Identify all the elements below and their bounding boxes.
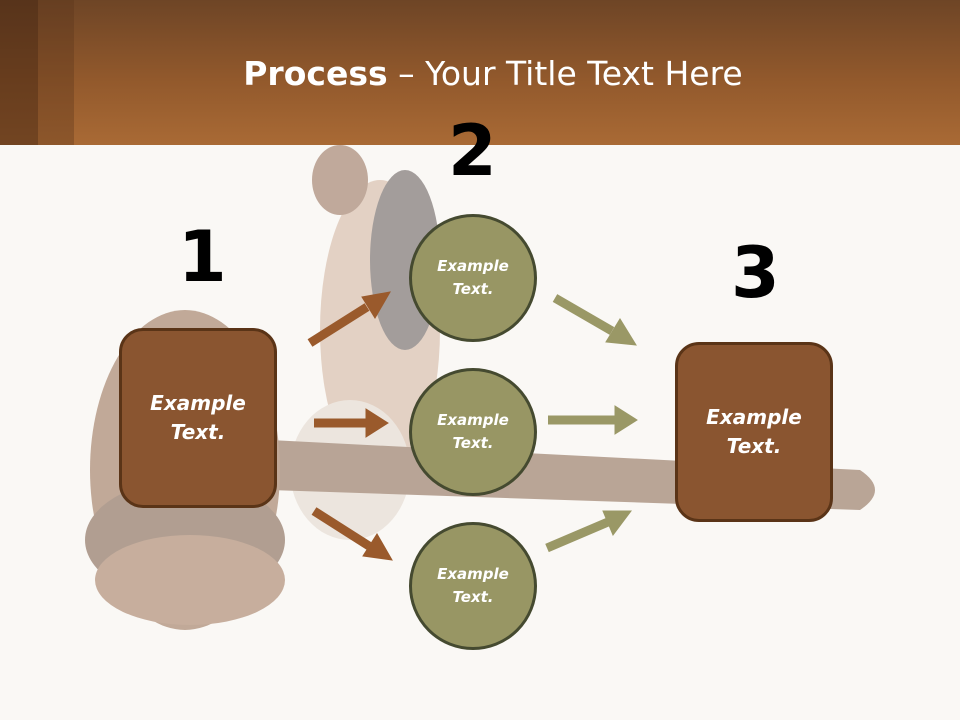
header-stripe: [0, 0, 38, 145]
slide-title: Process – Your Title Text Here: [0, 54, 960, 93]
header-stripe: [38, 0, 74, 145]
arrow-from-middle-circle: [548, 405, 638, 435]
arrow-from-bottom-circle: [545, 510, 632, 553]
step-number-2: 2: [448, 110, 497, 192]
step-number-1: 1: [178, 216, 227, 298]
title-bar: [0, 0, 960, 145]
arrow-to-top-circle: [307, 291, 391, 347]
step-number-3: 3: [731, 232, 780, 314]
title-bold: Process: [243, 54, 388, 93]
arrow-from-top-circle: [552, 294, 637, 346]
title-rest: – Your Title Text Here: [387, 54, 743, 93]
arrow-to-bottom-circle: [311, 507, 393, 561]
arrow-to-middle-circle: [314, 408, 389, 438]
